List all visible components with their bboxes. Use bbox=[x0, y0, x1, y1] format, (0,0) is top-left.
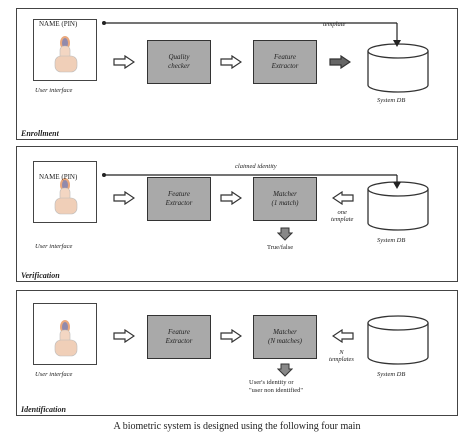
arrow-right-filled-icon bbox=[329, 55, 351, 69]
verification-panel: NAME (PIN) User interface Feature Extrac… bbox=[16, 146, 458, 282]
arrow-right-icon bbox=[220, 55, 242, 69]
user-interface-box bbox=[33, 19, 97, 81]
arrow-right-icon bbox=[220, 191, 242, 205]
claimed-identity-label: claimed identity bbox=[235, 163, 277, 170]
n-templates-label: N templates bbox=[329, 349, 354, 363]
user-interface-label: User interface bbox=[35, 243, 73, 250]
true-false-result: True/false bbox=[267, 244, 294, 251]
matcher-1-match-box: Matcher (1 match) bbox=[253, 177, 317, 221]
user-interface-box bbox=[33, 161, 97, 223]
one-template-label: one template bbox=[331, 209, 354, 223]
system-db-label: System DB bbox=[377, 97, 406, 104]
arrow-right-icon bbox=[113, 55, 135, 69]
database-icon bbox=[367, 43, 429, 93]
system-db-label: System DB bbox=[377, 371, 406, 378]
identification-title: Identification bbox=[21, 405, 66, 414]
enrollment-title: Enrollment bbox=[21, 129, 59, 138]
user-interface-box bbox=[33, 303, 97, 365]
user-interface-label: User interface bbox=[35, 371, 73, 378]
feature-extractor-box: Feature Extractor bbox=[147, 315, 211, 359]
figure-caption: A biometric system is designed using the… bbox=[113, 421, 361, 432]
arrow-left-icon bbox=[332, 191, 354, 205]
enrollment-panel: NAME (PIN) User interface Quality checke… bbox=[16, 8, 458, 140]
identity-result-line2: "user non identified" bbox=[249, 387, 304, 394]
arrow-down-filled-icon bbox=[277, 227, 293, 241]
arrow-left-icon bbox=[332, 329, 354, 343]
database-icon bbox=[367, 315, 429, 365]
arrow-right-icon bbox=[113, 329, 135, 343]
verification-title: Verification bbox=[21, 271, 60, 280]
fingerprint-hand-icon bbox=[54, 36, 78, 73]
fingerprint-hand-icon bbox=[54, 320, 78, 357]
quality-checker-box: Quality checker bbox=[147, 40, 211, 84]
name-pin-label: NAME (PIN) bbox=[39, 173, 78, 181]
feature-extractor-box: Feature Extractor bbox=[253, 40, 317, 84]
system-db-label: System DB bbox=[377, 237, 406, 244]
matcher-n-matches-box: Matcher (N matches) bbox=[253, 315, 317, 359]
arrow-down-filled-icon bbox=[277, 363, 293, 377]
feature-extractor-box: Feature Extractor bbox=[147, 177, 211, 221]
arrow-right-icon bbox=[113, 191, 135, 205]
arrow-right-icon bbox=[220, 329, 242, 343]
template-label: template bbox=[323, 21, 346, 28]
user-interface-label: User interface bbox=[35, 87, 73, 94]
name-pin-label: NAME (PIN) bbox=[39, 20, 78, 28]
fingerprint-hand-icon bbox=[54, 178, 78, 215]
identification-panel: User interface Feature Extractor Matcher… bbox=[16, 290, 458, 416]
database-icon bbox=[367, 181, 429, 231]
identity-result-line1: User's identity or bbox=[249, 379, 294, 386]
